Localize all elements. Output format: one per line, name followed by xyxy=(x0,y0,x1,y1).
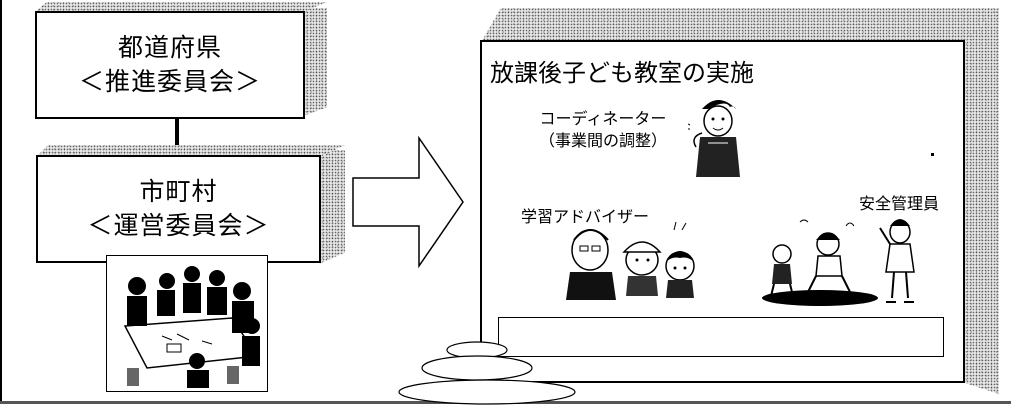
coordinator-role: コーディネーター xyxy=(539,109,667,128)
municipality-box-depth-right xyxy=(319,150,345,264)
municipality-box: 市町村 ＜運営委員会＞ xyxy=(36,155,321,263)
classroom-panel-depth-right xyxy=(963,8,999,394)
meeting-illustration xyxy=(106,255,268,392)
municipality-name: 市町村 xyxy=(139,177,218,206)
prefecture-box: 都道府県 ＜推進委員会＞ xyxy=(35,11,305,119)
pedestal-discs xyxy=(395,336,595,406)
municipality-committee: ＜運営委員会＞ xyxy=(87,211,270,240)
classroom-panel-inner-bar xyxy=(498,317,944,357)
classroom-title: 放課後子ども教室の実施 xyxy=(490,59,754,87)
prefecture-box-depth-top xyxy=(35,2,327,12)
coordinator-illustration xyxy=(685,95,748,177)
municipality-box-depth-top xyxy=(36,145,345,157)
dot-mark xyxy=(931,153,934,156)
left-edge-line xyxy=(0,0,2,402)
prefecture-box-depth-right xyxy=(303,8,327,116)
advisor-illustration xyxy=(562,221,702,300)
flow-arrow xyxy=(345,130,470,275)
classroom-panel-depth-top xyxy=(480,8,999,44)
safety-label: 安全管理員 xyxy=(858,194,939,213)
coordinator-note: （事業間の調整） xyxy=(538,131,667,150)
prefecture-name: 都道府県 xyxy=(117,33,222,62)
prefecture-committee: ＜推進委員会＞ xyxy=(78,67,261,96)
safety-manager-illustration xyxy=(760,212,950,307)
advisor-label: 学習アドバイザー xyxy=(520,207,649,226)
connector-line xyxy=(175,119,179,157)
